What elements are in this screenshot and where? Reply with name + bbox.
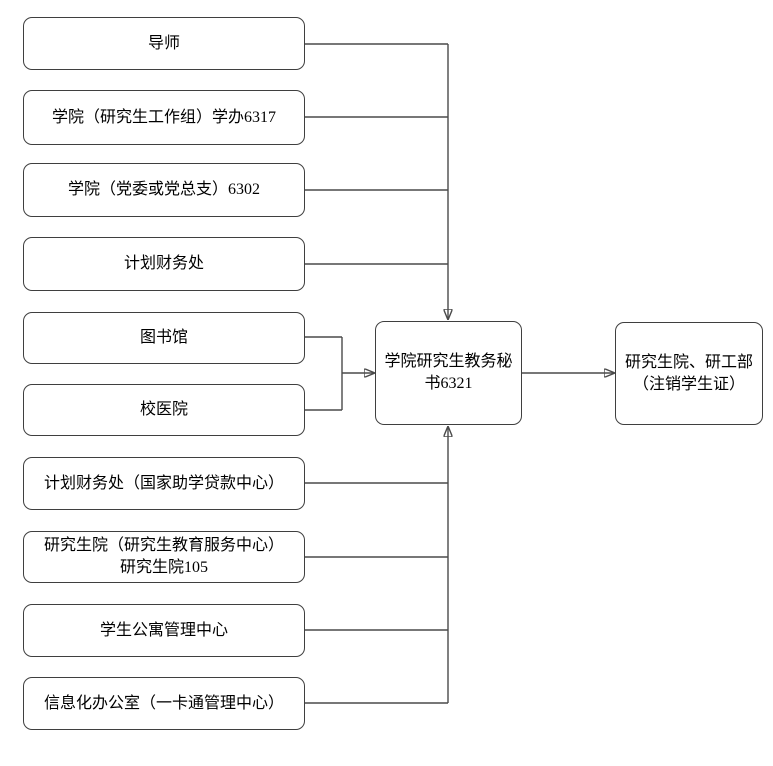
flow-box-university-hospital: 校医院 — [23, 384, 305, 436]
flow-box-dorm-management-center: 学生公寓管理中心 — [23, 604, 305, 657]
flow-box-college-grad-workgroup: 学院（研究生工作组）学办6317 — [23, 90, 305, 145]
flow-box-college-party-committee-label: 学院（党委或党总支）6302 — [67, 181, 260, 199]
flow-box-grad-secretary-label: 学院研究生教务秘 书6321 — [384, 353, 513, 392]
flow-box-finance-loan-center: 计划财务处（国家助学贷款中心） — [23, 457, 305, 510]
flow-box-finance-loan-center-label: 计划财务处（国家助学贷款中心） — [43, 474, 284, 492]
flow-box-grad-school-final-label: 研究生院、研工部 （注销学生证） — [624, 353, 753, 393]
flow-box-mentor: 导师 — [23, 17, 305, 70]
flow-box-grad-school-final: 研究生院、研工部 （注销学生证） — [615, 322, 763, 425]
flow-box-library: 图书馆 — [23, 312, 305, 364]
flow-box-college-party-committee: 学院（党委或党总支）6302 — [23, 163, 305, 217]
flow-box-finance-office: 计划财务处 — [23, 237, 305, 291]
flow-box-information-office: 信息化办公室（一卡通管理中心） — [23, 677, 305, 730]
flow-box-grad-service-center-label: 研究生院（研究生教育服务中心） 研究生院105 — [43, 537, 284, 576]
flow-box-grad-service-center: 研究生院（研究生教育服务中心） 研究生院105 — [23, 531, 305, 583]
flow-box-library-label: 图书馆 — [139, 329, 188, 347]
flow-box-college-grad-workgroup-label: 学院（研究生工作组）学办6317 — [51, 108, 276, 126]
flow-box-mentor-label: 导师 — [147, 34, 180, 52]
flow-box-university-hospital-label: 校医院 — [139, 401, 188, 419]
flow-box-finance-office-label: 计划财务处 — [123, 255, 204, 273]
flow-box-information-office-label: 信息化办公室（一卡通管理中心） — [43, 694, 284, 712]
flow-box-grad-secretary: 学院研究生教务秘 书6321 — [375, 321, 522, 425]
flow-box-dorm-management-center-label: 学生公寓管理中心 — [99, 621, 228, 639]
